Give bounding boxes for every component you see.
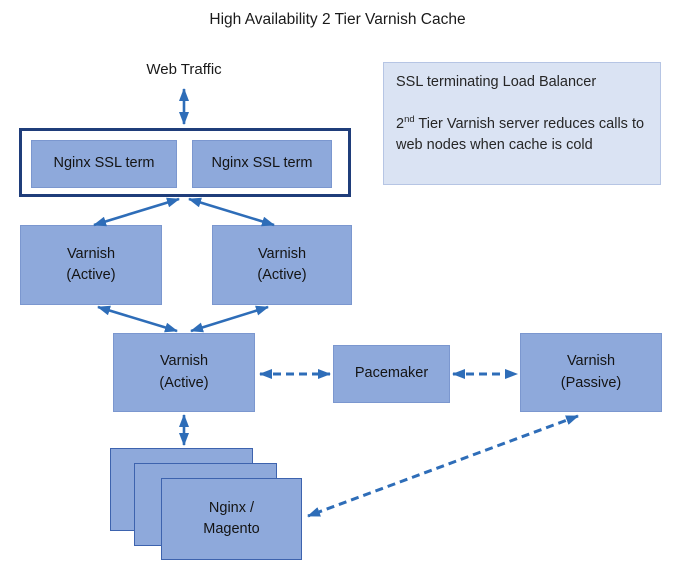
node-varnish-active-bottom: Varnish (Active) <box>113 333 255 412</box>
arrow-varnishright-varnishbottom <box>190 305 269 333</box>
web-traffic-label: Web Traffic <box>146 61 222 78</box>
node-varnish-active-left: Varnish (Active) <box>20 225 162 305</box>
info-box: SSL terminating Load Balancer 2nd Tier V… <box>383 62 661 185</box>
info-line-1: SSL terminating Load Balancer <box>396 74 597 90</box>
arrow-lb-varnish-right <box>188 197 275 227</box>
node-nginx-ssl-right: Nginx SSL term <box>192 140 332 188</box>
info-line-2: 2nd Tier Varnish server reduces calls to… <box>396 114 648 156</box>
arrow-varnishleft-varnishbottom <box>97 305 178 333</box>
node-varnish-active-right: Varnish (Active) <box>212 225 352 305</box>
info-spacer <box>396 93 648 114</box>
diagram-title: High Availability 2 Tier Varnish Cache <box>209 11 466 28</box>
node-varnish-passive: Varnish (Passive) <box>520 333 662 412</box>
node-web-stack-front: Nginx / Magento <box>161 478 302 560</box>
arrow-lb-varnish-left <box>93 197 180 227</box>
node-pacemaker: Pacemaker <box>333 345 450 403</box>
info-line-2-sup: nd <box>404 114 415 126</box>
arrow-varnishpassive-webnodes <box>307 414 579 518</box>
node-nginx-ssl-left: Nginx SSL term <box>31 140 177 188</box>
info-line-2-num: 2 <box>396 116 405 133</box>
info-line-2-rest: Tier Varnish server reduces calls to web… <box>396 116 645 154</box>
